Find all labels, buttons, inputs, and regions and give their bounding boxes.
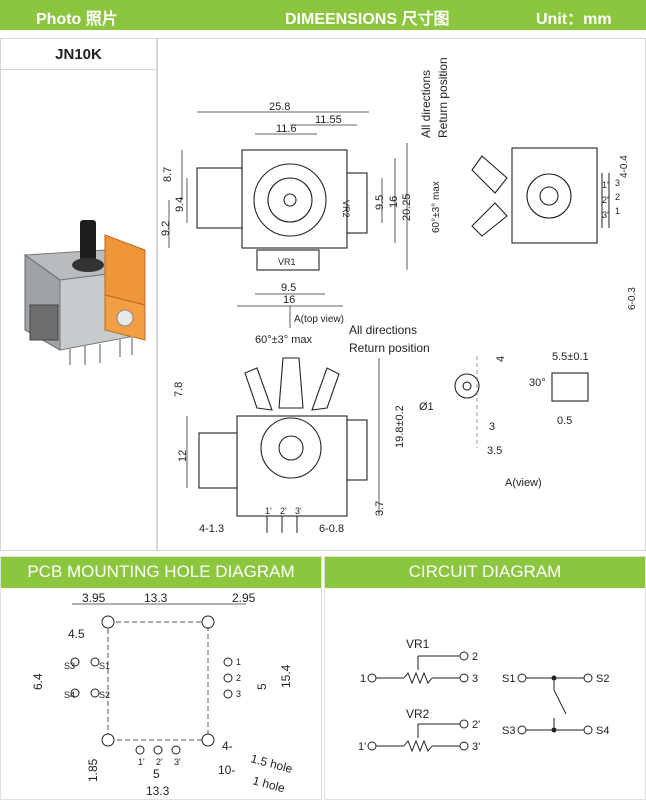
vr1-pin-1: 1 (360, 673, 366, 685)
front-angle: 60°±3° max (255, 334, 313, 346)
dim-5-5: 5.5±0.1 (552, 351, 589, 363)
model-name: JN10K (55, 45, 102, 63)
front-return-position: Return position (349, 341, 430, 355)
dim-4: 4 (495, 356, 507, 362)
circuit-title: CIRCUIT DIAGRAM (408, 562, 562, 581)
side-angle: 60°±3° max (431, 181, 442, 233)
switch-s2: S2 (596, 673, 609, 685)
pcb-2-95: 2.95 (232, 591, 256, 605)
pcb-pin-2: 2 (236, 673, 241, 683)
switch-s4: S4 (596, 725, 609, 737)
dim-6-0-8: 6-0.8 (319, 523, 344, 535)
circuit-vr1: VR1 (406, 637, 430, 651)
side-view (471, 147, 610, 244)
pcb-4-5: 4.5 (68, 627, 85, 641)
model-cell: JN10K (0, 38, 157, 70)
pcb-3-95: 3.95 (82, 591, 106, 605)
product-photo (23, 220, 146, 365)
side-return-position: Return position (436, 57, 450, 138)
front-pin-2: 2' (280, 506, 287, 516)
dim-30: 30° (529, 377, 546, 389)
vr1-pin-2: 2 (472, 651, 478, 663)
dim-3-5: 3.5 (487, 445, 502, 457)
dim-11-6: 11.6 (276, 123, 297, 135)
dim-19-8: 19.8±0.2 (394, 405, 406, 448)
dim-0-5: 0.5 (557, 415, 572, 427)
pcb-s2: S2 (99, 690, 110, 700)
side-6-0-3: 6-0.3 (627, 287, 638, 310)
dim-4-1-3: 4-1.3 (199, 523, 224, 535)
dim-11-55: 11.55 (315, 114, 342, 126)
pcb-s3: S3 (64, 661, 75, 671)
vr2-pin-1: 1' (358, 741, 366, 753)
pcb-pin-3: 3 (236, 689, 241, 699)
pcb-hole-diagram: 3.95 13.3 2.95 4.5 6.4 5 15.4 5 1.85 13.… (31, 591, 294, 798)
dimension-drawing: VR1 VR2 25.8 11.6 11.55 8.7 9.4 9.2 9.5 … (160, 57, 638, 535)
front-view (198, 357, 368, 533)
dim-3: 3 (489, 421, 495, 433)
side-pin-2: 2 (615, 192, 620, 202)
switch-s3: S3 (502, 725, 515, 737)
dim-b-16: 16 (283, 294, 295, 306)
a-view-label: A(view) (505, 477, 542, 489)
dim-9-5: 9.5 (374, 195, 386, 210)
dim-9-2: 9.2 (160, 221, 172, 236)
switch-s1: S1 (502, 673, 515, 685)
vr2-pin-2: 2' (472, 719, 480, 731)
circuit-panel (324, 556, 646, 800)
unit-label: Unit：mm (536, 11, 612, 28)
dimensions-label: DIMEENSIONS 尺寸图 (285, 11, 450, 28)
dim-16: 16 (388, 196, 400, 208)
pcb-5b: 5 (153, 767, 160, 781)
pcb-pin-1p: 1' (138, 757, 145, 767)
dim-8-7: 8.7 (162, 167, 174, 182)
front-pin-1: 1' (265, 506, 272, 516)
vr1-label: VR1 (278, 257, 296, 267)
pcb-title-bar: PCB MOUNTING HOLE DIAGRAM (0, 556, 322, 588)
dim-7-8: 7.8 (173, 382, 185, 397)
pcb-panel (0, 556, 322, 800)
side-all-directions: All directions (419, 70, 433, 138)
pcb-s4: S4 (64, 690, 75, 700)
circuit-diagram: VR1 1 2 3 VR2 1' 2' 3' S1 S2 S3 S4 (358, 637, 609, 753)
front-pin-3: 3' (295, 506, 302, 516)
dim-9-4: 9.4 (174, 197, 186, 212)
a-top-view: A(top view) (294, 314, 344, 325)
pcb-15-4: 15.4 (279, 664, 293, 688)
dim-25-8: 25.8 (269, 101, 290, 113)
pcb-pin-2p: 2' (156, 757, 163, 767)
a-view-detail (454, 356, 589, 448)
pcb-pin-1: 1 (236, 657, 241, 667)
pcb-hole-4: 4- (222, 739, 233, 753)
front-all-directions: All directions (349, 323, 417, 337)
dim-b-9-5: 9.5 (281, 282, 296, 294)
vr2-pin-3: 3' (472, 741, 480, 753)
pcb-6-4: 6.4 (31, 673, 45, 690)
vr1-pin-3: 3 (472, 673, 478, 685)
side-pin-3p: 3' (602, 210, 609, 220)
side-pin-1: 1 (615, 206, 620, 216)
pcb-s1: S1 (99, 661, 110, 671)
pcb-1-85: 1.85 (86, 758, 100, 782)
photo-label: Photo 照片 (36, 11, 118, 28)
vr2-label: VR2 (341, 200, 351, 218)
pcb-5: 5 (255, 683, 269, 690)
side-pin-3: 3 (615, 178, 620, 188)
circuit-title-bar: CIRCUIT DIAGRAM (324, 556, 646, 588)
pcb-13-3b: 13.3 (146, 784, 170, 798)
header-bar: Photo 照片 DIMEENSIONS 尺寸图 Unit：mm (0, 0, 646, 30)
pcb-hole-10: 10- (218, 763, 235, 777)
dim-20-25: 20.25 (401, 193, 413, 221)
side-pin-2p: 2' (602, 195, 609, 205)
pcb-pin-3p: 3' (174, 757, 181, 767)
pcb-13-3: 13.3 (144, 591, 168, 605)
dim-3-7: 3.7 (374, 501, 386, 516)
dim-phi1: Ø1 (419, 401, 434, 413)
side-4-0-4: 4-0.4 (619, 155, 630, 178)
top-view: VR1 VR2 (196, 149, 368, 271)
pcb-title: PCB MOUNTING HOLE DIAGRAM (27, 562, 295, 581)
dim-12: 12 (177, 450, 189, 462)
circuit-vr2: VR2 (406, 707, 430, 721)
side-pin-1p: 1' (602, 180, 609, 190)
